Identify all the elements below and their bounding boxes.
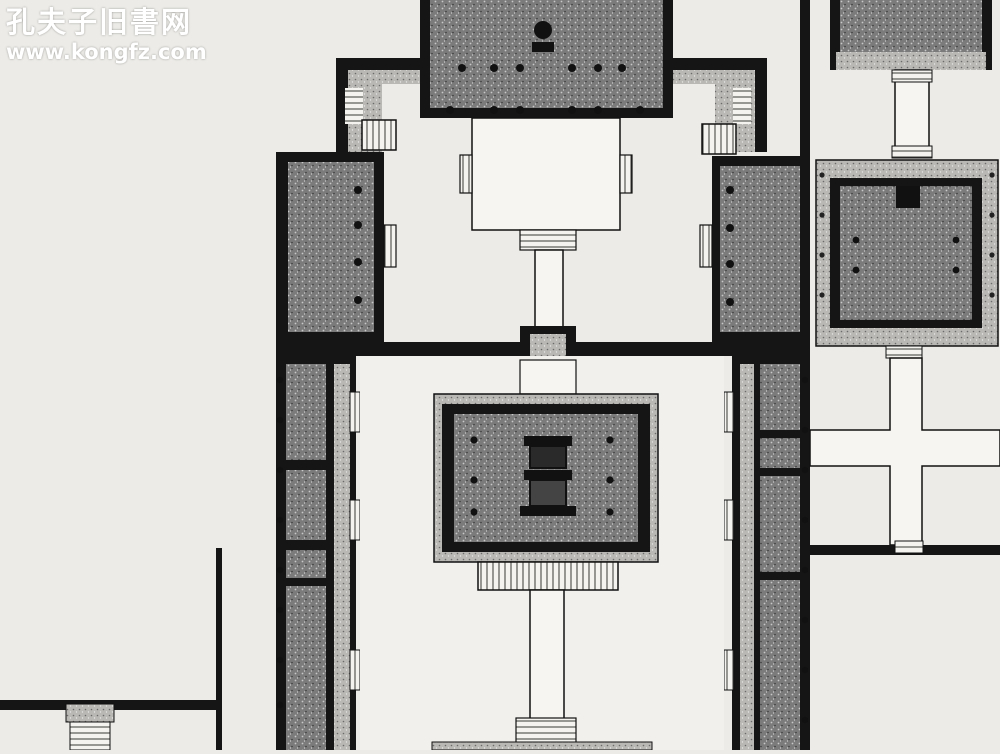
upper-walkway xyxy=(534,249,564,331)
east-side-hall xyxy=(720,166,800,332)
watermark-title: 孔夫子旧書网 xyxy=(6,5,193,39)
north-hall xyxy=(430,0,663,108)
pavilion-platform xyxy=(471,117,621,231)
west-annex-fragment xyxy=(0,548,222,751)
main-hall-columns xyxy=(470,436,614,516)
lower-courtyard xyxy=(276,356,810,751)
watermark: 孔夫子旧書网 www.kongfz.com xyxy=(6,4,207,64)
west-corridor-wall xyxy=(336,58,420,152)
east-annex xyxy=(809,0,1000,555)
east-annex-shrine xyxy=(840,186,972,320)
main-hall-stairs xyxy=(477,561,619,591)
main-altar xyxy=(520,436,576,516)
north-hall-altar xyxy=(534,21,552,39)
north-hall-columns xyxy=(446,64,644,114)
lower-walkway xyxy=(529,589,565,721)
watermark-url: www.kongfz.com xyxy=(6,40,207,64)
east-corridor-wall xyxy=(673,58,767,152)
